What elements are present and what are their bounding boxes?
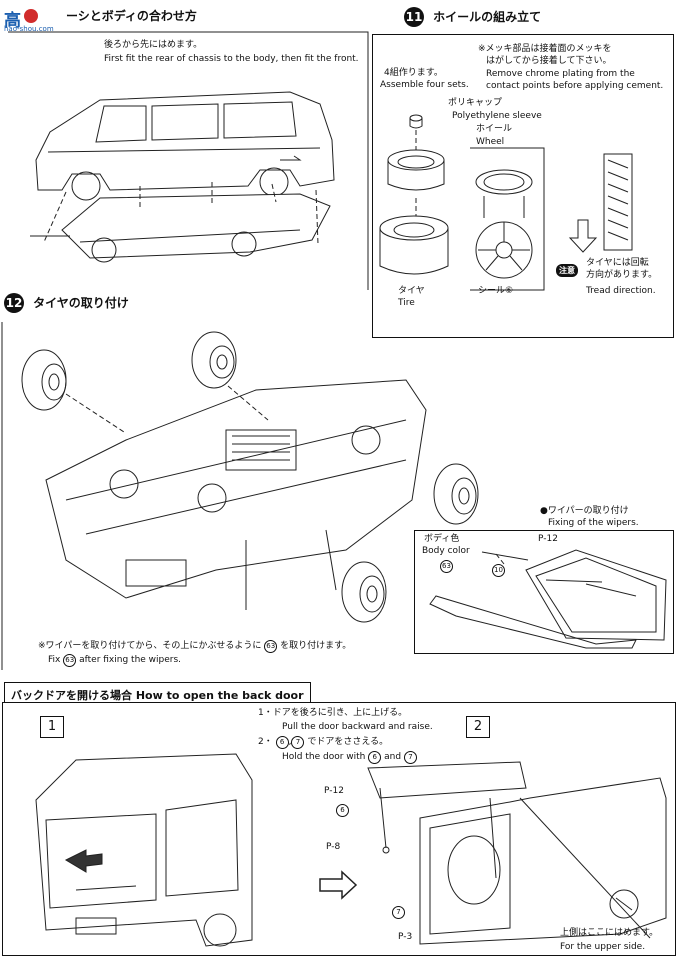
tread-note-jp-1: タイヤには回転 — [586, 258, 649, 268]
tire-rear-left — [341, 561, 387, 623]
back-step2-en-and: and — [384, 752, 402, 762]
back-step2-en-pre: Hold the door with — [282, 752, 366, 762]
back-p8-label: P-8 — [326, 842, 341, 852]
back-p12-label: P-12 — [324, 786, 344, 796]
back-step1-en: Pull the door backward and raise. — [282, 722, 433, 732]
body-color-en: Body color — [422, 546, 470, 556]
back-step2-jp-prefix: 2・ — [258, 737, 273, 747]
inverted-van-illustration — [21, 331, 427, 610]
tire-label-jp: タイヤ — [398, 286, 425, 296]
chassis-instruction-en: First fit the rear of chassis to the bod… — [104, 54, 359, 64]
chrome-note-en-1: Remove chrome plating from the — [486, 69, 635, 79]
seal-label-text: シール — [478, 286, 506, 296]
back-step2-en-part-6: 6 — [368, 751, 382, 764]
logo-mark: 高 — [4, 11, 21, 31]
poly-cap-jp: ポリキャップ — [448, 98, 503, 108]
van-rear-closed-illustration — [35, 753, 253, 947]
step11-title: ホイールの組み立て — [433, 10, 542, 24]
back-step2-part-7: 7 — [291, 736, 305, 749]
part-10-marker: 10 — [492, 564, 505, 577]
van-rear-open-illustration — [367, 761, 667, 945]
chassis-illustration — [30, 193, 331, 263]
tread-note-en: Tread direction. — [586, 286, 656, 296]
back-step2-en: Hold the door with 6 and 7 — [282, 751, 417, 764]
step11-number: 11 — [404, 7, 424, 27]
chassis-panel-frame — [8, 31, 369, 290]
chassis-section-title: ーシとボディの合わせ方 — [66, 9, 197, 23]
caution-note: 注意 — [556, 258, 578, 277]
back-step2-jp-tail: でドアをささえる。 — [307, 737, 389, 747]
part-63-marker: 63 — [440, 560, 453, 573]
chrome-note-jp-2: はがしてから接着して下さい。 — [486, 56, 612, 66]
panel1-label: 1 — [40, 716, 64, 738]
chrome-note-en-2: contact points before applying cement. — [486, 81, 664, 91]
chrome-note-jp-1: ※メッキ部品は接着面のメッキを — [478, 44, 612, 54]
chassis-instruction-jp: 後ろから先にはめます。 — [104, 40, 203, 50]
wiper-note-jp: ※ワイパーを取り付けてから、その上にかぶせるように 63 を取り付けます。 — [38, 640, 351, 653]
wheel-jp: ホイール — [476, 124, 513, 134]
back-part-7-label: 7 — [392, 906, 405, 919]
back-p3-label: P-3 — [398, 932, 413, 942]
wiper-note-jp-tail: を取り付けます。 — [280, 641, 352, 651]
tire-rear-right — [433, 463, 479, 525]
wiper-note-part-63: 63 — [264, 640, 278, 653]
logo-icon — [24, 9, 38, 23]
wiper-note-en-part-63: 63 — [63, 654, 77, 667]
back-step2-part-6: 6 — [275, 736, 289, 749]
caution-badge: 注意 — [556, 264, 578, 277]
seal-label: シール⑥ — [478, 286, 513, 297]
upper-side-en: For the upper side. — [560, 942, 646, 952]
seal-part-number: ⑥ — [505, 286, 514, 296]
wiper-note-en-post: after fixing the wipers. — [79, 655, 182, 665]
step12-header: 12 タイヤの取り付け — [4, 292, 129, 313]
panel2-label: 2 — [466, 716, 490, 738]
wiper-note-en: Fix 63 after fixing the wipers. — [48, 654, 181, 667]
assemble-en: Assemble four sets. — [380, 80, 469, 90]
back-step1-jp: 1・ドアを後ろに引き、上に上げる。 — [258, 708, 408, 718]
tire-front-left — [21, 349, 67, 411]
windshield-illustration — [429, 549, 667, 649]
back-step2-jp: 2・ 6,7 でドアをささえる。 — [258, 736, 389, 749]
step12-number: 12 — [4, 293, 24, 313]
step11-header: 11 ホイールの組み立て — [404, 6, 541, 27]
wiper-title-jp: ●ワイパーの取り付け — [540, 506, 629, 516]
tire-label-en: Tire — [398, 298, 415, 308]
wiper-note-en-pre: Fix — [48, 655, 61, 665]
upper-side-jp: 上側はここにはめます。 — [560, 928, 659, 938]
logo-url: hao-shou.com — [4, 25, 54, 33]
assemble-jp: 4組作ります。 — [384, 68, 443, 78]
van-body-illustration — [35, 91, 335, 201]
back-step2-en-part-7: 7 — [403, 751, 417, 764]
poly-cap-en: Polyethylene sleeve — [452, 111, 542, 121]
back-door-title: バックドアを開ける場合 How to open the back door — [11, 689, 304, 702]
site-logo: 高 hao-shou.com — [4, 6, 66, 34]
tread-note-jp-2: 方向があります。 — [586, 270, 658, 280]
body-color-jp: ボディ色 — [424, 534, 460, 544]
step12-frame-line — [1, 322, 3, 670]
wheel-en: Wheel — [476, 137, 505, 147]
wheel-assembly-illustration — [379, 114, 633, 291]
back-part-6-label: 6 — [336, 804, 349, 817]
part-p12-marker: P-12 — [538, 534, 558, 544]
tire-front-right — [191, 331, 237, 389]
step12-title: タイヤの取り付け — [33, 296, 129, 310]
panel-arrow-icon — [319, 870, 358, 900]
wiper-note-jp-text: ※ワイパーを取り付けてから、その上にかぶせるように — [38, 641, 262, 651]
wiper-title-en: Fixing of the wipers. — [548, 518, 639, 528]
